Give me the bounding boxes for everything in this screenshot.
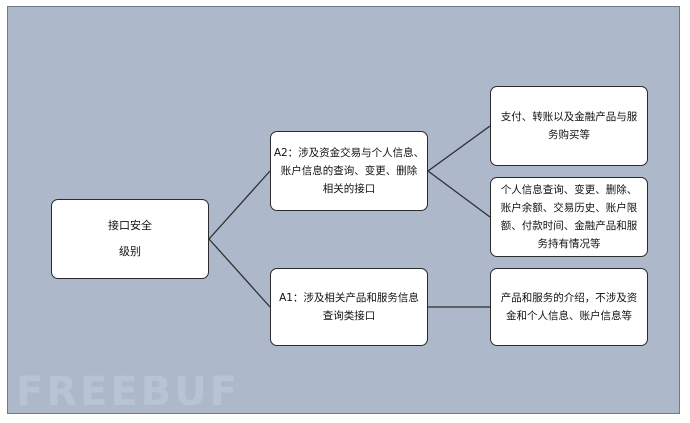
node-a2-detail-account-info: 个人信息查询、变更、删除、 账户余额、交易历史、账户限 额、付款时间、金融产品和… <box>490 177 648 257</box>
node-level-a2: A2：涉及资金交易与个人信息、 账户信息的查询、变更、删除 相关的接口 <box>270 131 428 211</box>
node-text-line: A1：涉及相关产品和服务信息 <box>279 292 419 304</box>
node-text-line: 账户余额、交易历史、账户限 <box>500 202 638 214</box>
node-text-line: 个人信息查询、变更、删除、 <box>500 184 638 196</box>
connector-a2-detail-2 <box>427 170 491 218</box>
node-text-line: 查询类接口 <box>322 310 376 322</box>
node-a2-detail-payment: 支付、转账以及金融产品与服 务购买等 <box>490 86 648 166</box>
connector-root-a2 <box>208 170 271 240</box>
node-text-line: 相关的接口 <box>322 183 376 195</box>
node-text-line: 产品和服务的介绍，不涉及资 <box>500 292 638 304</box>
node-text-line: A2：涉及资金交易与个人信息、 <box>273 147 425 159</box>
node-text-line: 务持有情况等 <box>537 238 601 250</box>
connector-a2-detail-1 <box>427 125 491 172</box>
freebuf-watermark: FREEBUF <box>16 369 241 415</box>
node-text-line: 账户信息的查询、变更、删除 <box>280 165 418 177</box>
node-text-line: 支付、转账以及金融产品与服 <box>500 111 638 123</box>
node-text-line: 务购买等 <box>548 129 590 141</box>
node-text-line: 额、付款时间、金融产品和服 <box>500 220 638 232</box>
connector-root-a1 <box>208 238 271 308</box>
node-text-line: 接口安全 <box>108 219 152 232</box>
node-interface-security-level: 接口安全 级别 <box>51 199 209 279</box>
node-text-line: 金和个人信息、账户信息等 <box>506 310 632 322</box>
node-level-a1: A1：涉及相关产品和服务信息 查询类接口 <box>270 268 428 346</box>
node-a1-detail-product-intro: 产品和服务的介绍，不涉及资 金和个人信息、账户信息等 <box>490 268 648 346</box>
node-text-line: 级别 <box>119 245 141 258</box>
